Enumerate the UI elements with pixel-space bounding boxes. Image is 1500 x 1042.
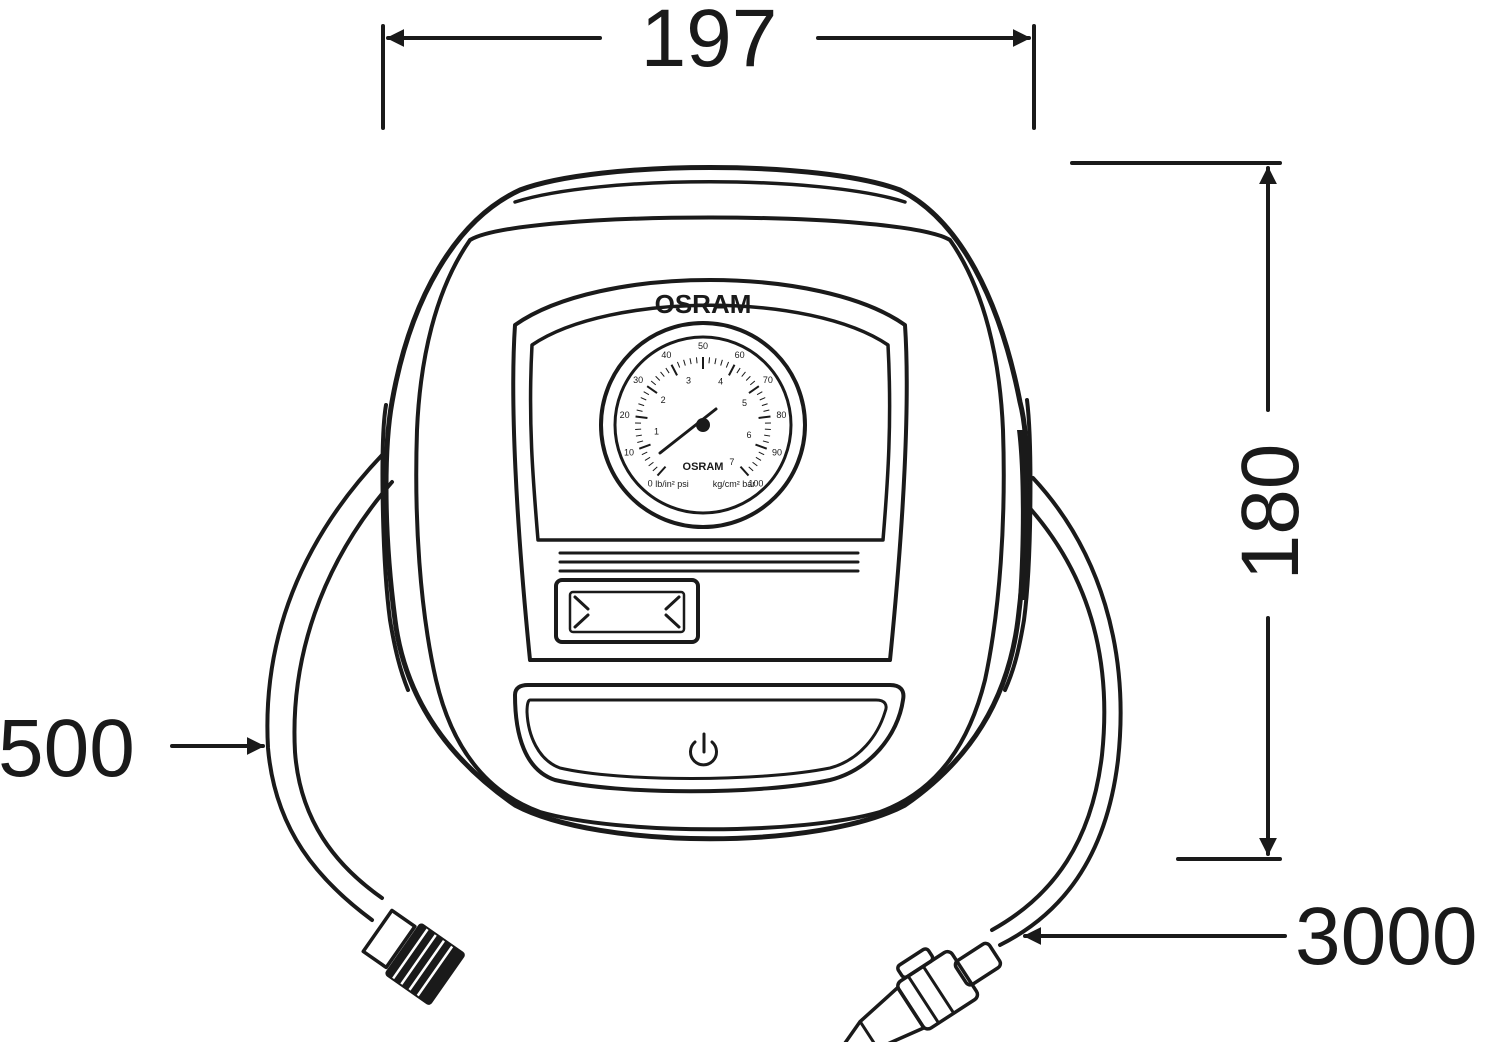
gauge-psi-label: 100 [748, 479, 763, 489]
gauge-tick [761, 403, 768, 407]
gauge-tick [739, 465, 750, 477]
gauge-psi-label: 50 [698, 341, 708, 351]
digital-display [554, 578, 700, 644]
gauge-tick [755, 443, 768, 450]
gauge-tick [648, 461, 654, 467]
gauge-tick [635, 434, 642, 437]
gauge-unit-left: lb/in² psi [655, 479, 689, 489]
gauge-unit-right: kg/cm² bar [713, 479, 756, 489]
gauge-tick [638, 443, 651, 450]
valve-connector [361, 908, 465, 1005]
gauge-bar-label: 2 [661, 395, 666, 405]
gauge-tick [728, 364, 736, 376]
width-label: 197 [641, 0, 778, 84]
gauge-psi-label: 40 [661, 350, 671, 360]
gauge-tick [748, 385, 760, 394]
gauge-tick [689, 358, 692, 365]
gauge-tick [695, 357, 698, 364]
height-dimension: 180 [1070, 161, 1316, 861]
front-panel [414, 215, 1006, 832]
gauge-bar-label: 3 [686, 375, 691, 385]
gauge-psi-label: 70 [763, 375, 773, 385]
gauge-tick [720, 359, 723, 366]
gauge-tick [736, 367, 741, 374]
gauge-tick [655, 375, 661, 381]
cable-length-label: 3000 [1295, 891, 1477, 982]
hose-length-callout: 500 [0, 703, 265, 794]
gauge-brand-logo: OSRAM [683, 461, 724, 473]
gauge-bar-label: 4 [718, 376, 723, 386]
gauge-tick [646, 385, 658, 394]
gauge-tick [759, 397, 766, 401]
gauge-needle [658, 407, 718, 455]
gauge-tick [741, 371, 746, 377]
gauge-tick [714, 358, 717, 365]
gauge-bar-label: 1 [654, 427, 659, 437]
gauge-bar-label: 7 [729, 457, 734, 467]
cigarette-lighter-plug [842, 941, 1003, 1042]
gauge-psi-label: 80 [776, 410, 786, 420]
gauge-psi-label: 20 [620, 410, 630, 420]
hose-length-label: 500 [0, 703, 135, 794]
brand-logo: OSRAM [655, 289, 752, 319]
gauge-tick [644, 456, 651, 461]
compressor-body: OSRAM [380, 165, 1033, 842]
gauge-panel [511, 278, 909, 662]
power-button[interactable] [689, 732, 718, 767]
gauge-tick [670, 364, 678, 376]
gauge-tick [756, 391, 763, 396]
gauge-psi-scale: 0 10 20 30 40 50 60 70 80 90 100 [620, 341, 787, 489]
gauge-tick [755, 456, 762, 461]
right-grip [1003, 398, 1033, 692]
cable-length-callout: 3000 [1023, 891, 1477, 982]
gauge-tick [656, 465, 667, 477]
control-panel [513, 683, 906, 794]
gauge-tick [763, 409, 770, 412]
gauge-tick [725, 361, 730, 368]
gauge-tick [641, 451, 648, 456]
gauge-psi-label: 10 [624, 448, 634, 458]
gauge-tick [764, 434, 771, 437]
gauge-tick [636, 409, 643, 412]
gauge-tick [637, 440, 644, 443]
gauge-bar-label: 5 [742, 398, 747, 408]
gauge-tick [635, 415, 648, 419]
pressure-gauge: 0 10 20 30 40 50 60 70 80 90 100 1 2 3 4 5 6 7 OSRAM lb/… [599, 321, 807, 529]
gauge-tick [660, 371, 665, 377]
power-cable [990, 476, 1123, 947]
height-label: 180 [1225, 444, 1316, 581]
gauge-tick [708, 357, 711, 364]
gauge-bar-scale: 1 2 3 4 5 6 7 [654, 375, 752, 467]
gauge-tick [762, 440, 769, 443]
gauge-tick [758, 451, 765, 456]
gauge-psi-label: 30 [633, 375, 643, 385]
gauge-psi-label: 60 [735, 350, 745, 360]
gauge-tick [665, 367, 670, 374]
gauge-tick-marks [635, 357, 771, 477]
gauge-tick [652, 466, 658, 472]
gauge-tick [638, 403, 645, 407]
gauge-psi-label: 0 [648, 479, 653, 489]
gauge-tick [643, 391, 650, 396]
gauge-tick [752, 461, 758, 467]
gauge-tick [748, 466, 754, 472]
power-icon [689, 732, 718, 767]
gauge-tick [683, 359, 686, 366]
gauge-tick [640, 397, 647, 401]
gauge-tick [676, 361, 681, 368]
gauge-tick [749, 380, 756, 386]
gauge-psi-label: 90 [772, 448, 782, 458]
gauge-tick [758, 415, 771, 419]
air-hose [265, 450, 394, 922]
gauge-tick [745, 375, 751, 381]
left-grip [380, 403, 410, 692]
outer-shell [383, 165, 1030, 842]
gauge-bar-label: 6 [746, 430, 751, 440]
width-dimension: 197 [381, 0, 1036, 130]
gauge-tick [650, 380, 657, 386]
